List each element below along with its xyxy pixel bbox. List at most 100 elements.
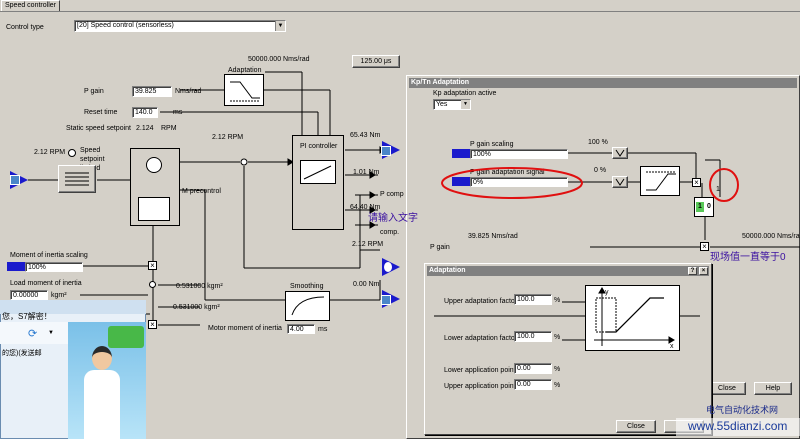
pi-controller-label: PI controller bbox=[300, 143, 338, 150]
close-icon[interactable]: × bbox=[699, 267, 708, 275]
kp-gain-scaling-field[interactable]: 100% bbox=[470, 149, 568, 159]
kp-adapt-signal-field[interactable]: 0% bbox=[470, 177, 568, 187]
torque-connect-icon[interactable] bbox=[381, 146, 391, 156]
lower-factor-value: 100.0 bbox=[517, 333, 535, 340]
upper-factor-pct: % bbox=[554, 297, 561, 304]
load-moment-label: Load moment of inertia bbox=[10, 280, 82, 287]
p-gain-input[interactable]: 39.825 bbox=[132, 86, 172, 97]
kp-switch[interactable]: 1 0 bbox=[694, 197, 714, 217]
lower-factor-input[interactable]: 100.0 bbox=[514, 331, 552, 342]
speed-symbol-icon bbox=[146, 157, 162, 173]
chat-line-1: 您，S7解密！ bbox=[2, 312, 52, 321]
upper-point-value: 0.00 bbox=[517, 381, 531, 388]
adaptation-curve-icon bbox=[646, 171, 676, 191]
p-gain-unit: Nms/rad bbox=[175, 88, 202, 95]
kp-p-gain-left: 39.825 Nms/rad bbox=[468, 233, 518, 240]
p-comp-value: 1.01 Nm bbox=[353, 169, 380, 176]
motor-moment-label: Motor moment of inertia bbox=[208, 325, 282, 332]
smoothing-input[interactable]: 4.00 bbox=[287, 324, 315, 334]
kp-adapt-signal-label: P gain adaptation signal bbox=[470, 169, 545, 176]
adaptation-title: Adaptation bbox=[429, 267, 466, 274]
kp-output-mult-icon: × bbox=[700, 242, 709, 251]
lower-rpm-icon[interactable] bbox=[384, 262, 392, 272]
lower-nm: 0.00 Nm bbox=[353, 281, 380, 288]
kp-close-label: Close bbox=[718, 385, 736, 392]
reset-time-input[interactable]: 140.0 bbox=[132, 107, 158, 118]
chat-toolbar bbox=[0, 322, 70, 344]
p-comp-label: P comp bbox=[380, 191, 404, 198]
upper-factor-input[interactable]: 100.0 bbox=[514, 294, 552, 305]
adaptation-block-button[interactable] bbox=[224, 74, 264, 106]
help-icon[interactable]: ? bbox=[688, 267, 697, 275]
moment-scaling-field[interactable]: 100% bbox=[25, 262, 83, 272]
lower-point-value: 0.00 bbox=[517, 365, 531, 372]
adaptation-top-label: Adaptation bbox=[228, 67, 262, 74]
adaptation-graph-curve bbox=[594, 287, 675, 346]
graph-axis-x: x bbox=[670, 343, 674, 350]
smoothing-curve-icon bbox=[291, 296, 324, 316]
upper-point-input[interactable]: 0.00 bbox=[514, 379, 552, 390]
ad-banner[interactable] bbox=[68, 322, 146, 439]
kp-tn-title: Kp/Tn Adaptation bbox=[411, 79, 470, 86]
adapt-close-label: Close bbox=[627, 423, 645, 430]
adaptation-titlebar: Adaptation ? × bbox=[427, 266, 709, 276]
input-connect-icon[interactable] bbox=[10, 175, 20, 185]
upper-point-pct: % bbox=[554, 382, 561, 389]
reset-time-unit: ms bbox=[173, 109, 183, 116]
mid-rpm: 2.12 RPM bbox=[212, 134, 244, 141]
load-moment-unit: kgm² bbox=[51, 292, 67, 299]
chat-title bbox=[0, 300, 146, 314]
kgm-value-1: 0.531000 kgm² bbox=[176, 283, 223, 290]
setpoint-limited-led bbox=[68, 149, 76, 157]
kp-close-button[interactable]: Close bbox=[708, 382, 746, 395]
load-moment-input[interactable]: 0.00000 bbox=[10, 290, 48, 300]
p-gain-value: 39.825 bbox=[135, 88, 157, 95]
lower-nm-connect-icon[interactable] bbox=[381, 295, 391, 305]
adaptation-top-value: 50000.000 Nms/rad bbox=[248, 56, 310, 63]
kp-adaptation-curve-button[interactable] bbox=[640, 166, 680, 196]
lower-point-input[interactable]: 0.00 bbox=[514, 363, 552, 374]
mult-motor-icon: × bbox=[148, 320, 157, 329]
moment-scaling-value: 100% bbox=[28, 264, 46, 271]
annotation-note: 现场值一直等于0 bbox=[710, 252, 786, 263]
chat-dropdown-icon[interactable]: ▼ bbox=[48, 330, 54, 336]
chat-line-2: 的您)(发送邮 bbox=[2, 350, 42, 357]
mult-scaling-icon: × bbox=[148, 261, 157, 270]
kp-tn-titlebar: Kp/Tn Adaptation bbox=[409, 78, 797, 88]
tab-speed-controller[interactable]: Speed controller bbox=[1, 0, 60, 11]
kp-active-label: Kp adaptation active bbox=[433, 90, 497, 97]
chat-refresh-icon[interactable]: ⟳ bbox=[28, 328, 38, 340]
kp-limiter-top-button[interactable] bbox=[612, 147, 628, 159]
model-step-panel[interactable] bbox=[138, 197, 170, 221]
adapt-close-button[interactable]: Close bbox=[616, 420, 656, 433]
sample-time-value: 125.00 μs bbox=[360, 58, 392, 65]
control-type-select[interactable]: [20] Speed control (sensorless) ▼ bbox=[74, 20, 286, 32]
ad-person-body bbox=[84, 370, 120, 439]
upper-factor-value: 100.0 bbox=[517, 296, 535, 303]
control-type-value: [20] Speed control (sensorless) bbox=[77, 22, 174, 29]
kp-adapt-signal-value: 0% bbox=[473, 179, 484, 186]
kp-active-select[interactable]: Yes ▼ bbox=[433, 99, 471, 110]
i-comp-label: comp. bbox=[380, 229, 400, 236]
kp-one-value: 1 bbox=[716, 186, 720, 193]
moment-scaling-label: Moment of inertia scaling bbox=[10, 252, 88, 259]
pi-response-icon bbox=[303, 165, 332, 180]
smoothing-unit: ms bbox=[318, 326, 328, 333]
p-gain-label: P gain bbox=[84, 88, 104, 95]
chevron-down-icon: ▼ bbox=[275, 21, 285, 31]
annotation-text-input: 请输入文字 bbox=[368, 213, 418, 224]
tab-label: Speed controller bbox=[5, 2, 56, 9]
smoothing-block-button[interactable] bbox=[285, 291, 330, 321]
torque-out-value: 65.43 Nm bbox=[350, 132, 381, 139]
pi-step-panel[interactable] bbox=[300, 160, 336, 184]
ramp-filter-button[interactable] bbox=[58, 165, 96, 193]
kgm-value-2: 0.531000 kgm² bbox=[173, 304, 220, 311]
input-rpm: 2.12 RPM bbox=[34, 149, 66, 156]
reset-time-label: Reset time bbox=[84, 109, 118, 116]
kp-limiter-bottom-button[interactable] bbox=[612, 176, 628, 188]
watermark-line-1: 电气自动化技术网 bbox=[706, 405, 779, 415]
kp-switch-0: 0 bbox=[705, 202, 713, 212]
kp-help-button[interactable]: Help bbox=[754, 382, 792, 395]
